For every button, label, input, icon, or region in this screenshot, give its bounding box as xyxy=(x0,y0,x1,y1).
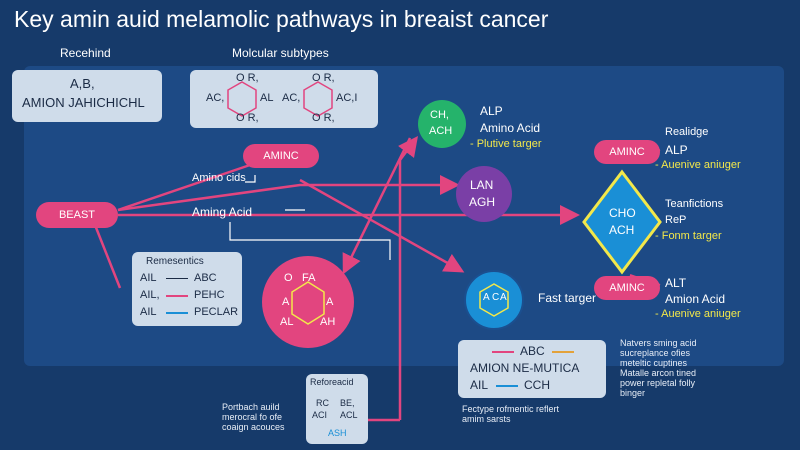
aminc-pill-center: AMINC xyxy=(243,144,319,168)
green-node-line1: CH, xyxy=(430,109,449,121)
magenta-a1: A xyxy=(282,296,290,308)
reforeacid-ac: ACI xyxy=(312,410,328,420)
remesentics-row3-b: PECLAR xyxy=(194,306,239,318)
arrow-beast-to-remesentics xyxy=(93,224,122,289)
right-top-t1: Realidge xyxy=(665,126,709,138)
remesentics-row1-b: ABC xyxy=(194,272,217,284)
arrow-to-green-node xyxy=(398,136,418,420)
recehind-line2: AMION JAHICHICHL xyxy=(22,95,145,110)
bottom-box-r3a: AIL xyxy=(470,378,489,392)
left-note-3: coaign acouces xyxy=(222,422,285,432)
green-node: CH, ACH xyxy=(418,100,466,148)
bottom-box-r3b: CCH xyxy=(524,378,550,392)
reforeacid-be: BE, xyxy=(340,398,355,408)
side-notes: Natvers sming acid sucreplance ofies met… xyxy=(620,338,697,398)
green-node-t3: - Plutive targer xyxy=(470,138,542,150)
aminc-pill-right-bottom: AMINC xyxy=(594,276,660,300)
left-note-1: Portbach auild xyxy=(222,402,280,412)
aminc-pill-right-top: AMINC xyxy=(594,140,660,164)
remesentics-header: Remesentics xyxy=(146,256,204,267)
side-note-2: sucreplance ofies xyxy=(620,348,691,358)
hex-left-al: AL xyxy=(260,92,274,104)
magenta-o: O xyxy=(284,272,293,284)
blue-molecule xyxy=(479,283,509,317)
arrow-to-purple xyxy=(117,175,460,212)
blue-c: C xyxy=(492,292,500,303)
magenta-molecule xyxy=(291,281,325,325)
magenta-top: FA xyxy=(302,272,316,284)
blue-a: A xyxy=(483,292,490,303)
reforeacid-header: Reforeacid xyxy=(310,377,354,387)
bottom-note-2: amim sarsts xyxy=(462,414,511,424)
reforeacid-acl: ACL xyxy=(340,410,358,420)
purple-node: LAN AGH xyxy=(456,166,512,222)
diamond-line1: CHO xyxy=(609,206,636,220)
side-note-6: binger xyxy=(620,388,646,398)
arrow-to-blue-circle xyxy=(299,178,465,273)
hex-left-ac: AC, xyxy=(206,92,225,104)
green-node-t1: ALP xyxy=(480,104,503,118)
reforeacid-ash: ASH xyxy=(328,428,347,438)
diamond-t1: Teanfictions xyxy=(665,198,724,210)
side-note-4: Matalle arcon tined xyxy=(620,368,697,378)
diamond-t3: - Fonm targer xyxy=(655,230,722,242)
magenta-circle-node: O FA A A AL AH xyxy=(262,256,354,348)
reforeacid-box: Reforeacid RC BE, ACI ACL ASH xyxy=(306,374,368,444)
right-top-t3: - Auenive aniuger xyxy=(655,159,741,171)
left-note: Portbach auild merocral fo ofe coaign ac… xyxy=(222,402,285,432)
amino-cids-label: Amino cids xyxy=(192,172,246,184)
hexagon-rings xyxy=(227,81,333,117)
side-note-1: Natvers sming acid xyxy=(620,338,697,348)
reforeacid-rc: RC xyxy=(316,398,329,408)
magenta-ah: AH xyxy=(320,316,336,328)
recehind-header: Recehind xyxy=(60,46,111,60)
diamond-line2: ACH xyxy=(609,223,635,237)
purple-node-line1: LAN xyxy=(470,178,494,192)
arrow-beast-to-aminc xyxy=(117,163,251,212)
magenta-a2: A xyxy=(326,296,334,308)
remesentics-row3-a: AIL xyxy=(140,306,157,318)
side-note-5: power repletal folly xyxy=(620,378,696,388)
remesentics-row2-a: AIL, xyxy=(140,289,160,301)
aming-acid-label: Aming Acid xyxy=(192,205,253,219)
side-note-3: meteltic cuptines xyxy=(620,358,688,368)
hex-right-al: AC,I xyxy=(336,92,358,104)
line-aming-acid xyxy=(229,222,391,260)
bottom-note-1: Fectype rofmentic reflert xyxy=(462,404,560,414)
remesentics-row2-b: PEHC xyxy=(194,289,225,301)
page-title: Key amin auid melamolic pathways in brea… xyxy=(14,6,549,32)
right-bottom-t2: Amion Acid xyxy=(665,292,726,306)
recehind-line1: A,B, xyxy=(70,76,95,91)
hex-left-bottom: O R, xyxy=(236,112,259,124)
hex-right-top: O R, xyxy=(312,72,335,84)
subtypes-header: Molcular subtypes xyxy=(232,46,329,60)
blue-b: A xyxy=(500,292,507,303)
right-top-t2: ALP xyxy=(665,143,688,157)
left-note-2: merocral fo ofe xyxy=(222,412,283,422)
right-bottom-t3: - Auenive aniuger xyxy=(655,308,741,320)
hex-left-top: O R, xyxy=(236,72,259,84)
hex-right-bottom: O R, xyxy=(312,112,335,124)
green-node-line2: ACH xyxy=(429,125,453,137)
blue-circle-node: A C A xyxy=(464,270,524,330)
recehind-box: A,B, AMION JAHICHICHL xyxy=(12,70,162,122)
remesentics-box: Remesentics AIL ABC AIL, PEHC AIL PECLAR xyxy=(132,252,242,326)
bottom-box: ABC AMION NE-MUTICA AIL CCH xyxy=(458,340,606,398)
right-bottom-t1: ALT xyxy=(665,276,687,290)
green-node-t2: Amino Acid xyxy=(480,121,541,135)
diamond-t2: ReP xyxy=(665,214,687,226)
bottom-box-r1: ABC xyxy=(520,344,545,358)
purple-node-line2: AGH xyxy=(469,195,496,209)
bottom-note: Fectype rofmentic reflert amim sarsts xyxy=(462,404,559,424)
hex-right-ac: AC, xyxy=(282,92,301,104)
fast-targer-label: Fast targer xyxy=(538,291,597,305)
beast-pill: BEAST xyxy=(36,202,118,228)
subtypes-box: O R, AC, AL O R, O R, AC, AC,I O R, xyxy=(190,70,378,128)
magenta-al: AL xyxy=(280,316,294,328)
bottom-box-r2: AMION NE-MUTICA xyxy=(470,361,580,375)
remesentics-row1-a: AIL xyxy=(140,272,157,284)
